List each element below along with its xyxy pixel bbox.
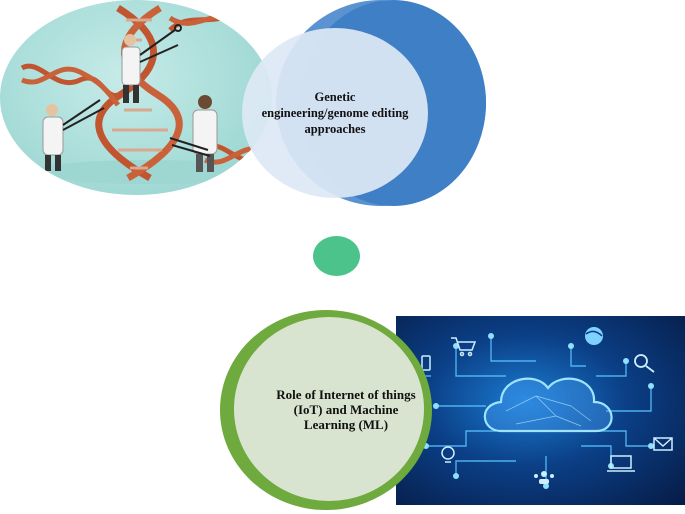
dna-helix-icon	[20, 5, 270, 184]
smartphone-icon	[421, 355, 431, 371]
envelope-icon	[653, 437, 673, 451]
connector-dot	[313, 236, 360, 276]
topic-label: Role of Internet of things (IoT) and Mac…	[276, 386, 416, 432]
globe-icon	[585, 327, 603, 345]
scientist-icon	[121, 34, 141, 103]
iot-cloud-illustration	[396, 316, 685, 505]
topic-label: Genetic engineering/genome editing appro…	[261, 90, 409, 136]
topic-circle-iot-ml: Role of Internet of things (IoT) and Mac…	[234, 317, 424, 501]
shopping-cart-icon	[451, 337, 477, 357]
magnifier-icon	[634, 354, 655, 373]
lightbulb-icon	[441, 446, 455, 463]
dna-editing-illustration	[0, 0, 272, 195]
users-icon	[534, 471, 554, 484]
cloud-icon	[483, 377, 613, 433]
topic-circle-genetic-engineering: Genetic engineering/genome editing appro…	[242, 28, 428, 198]
scissors-icon	[139, 24, 182, 63]
scientist-icon	[42, 104, 64, 171]
laptop-icon	[607, 455, 635, 472]
